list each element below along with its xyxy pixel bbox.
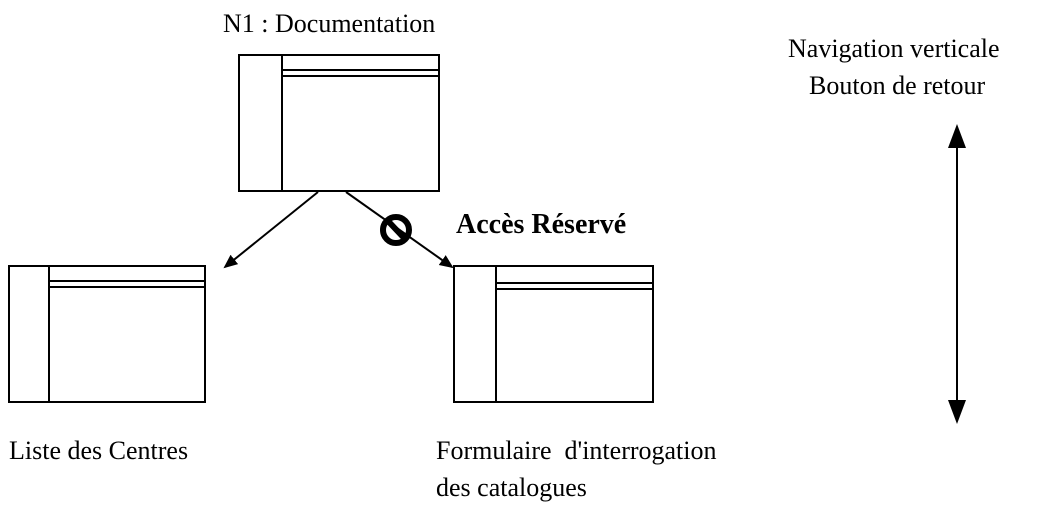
restricted-access-label: Accès Réservé bbox=[456, 209, 627, 240]
right-page-label-line2: des catalogues bbox=[436, 473, 587, 502]
arrow-to-left bbox=[223, 191, 319, 269]
left-page-label: Liste des Centres bbox=[9, 436, 189, 465]
page-window-right bbox=[453, 265, 654, 403]
navigation-note-line1: Navigation verticale bbox=[788, 34, 1000, 63]
right-page-label-line1: Formulaire d'interrogation bbox=[436, 436, 717, 465]
page-window-top bbox=[238, 54, 440, 192]
navigation-note-line2: Bouton de retour bbox=[809, 71, 986, 100]
top-page-label: N1 : Documentation bbox=[223, 9, 436, 38]
no-entry-icon bbox=[380, 214, 412, 246]
page-window-left bbox=[8, 265, 206, 403]
double-arrow-icon bbox=[948, 124, 966, 424]
